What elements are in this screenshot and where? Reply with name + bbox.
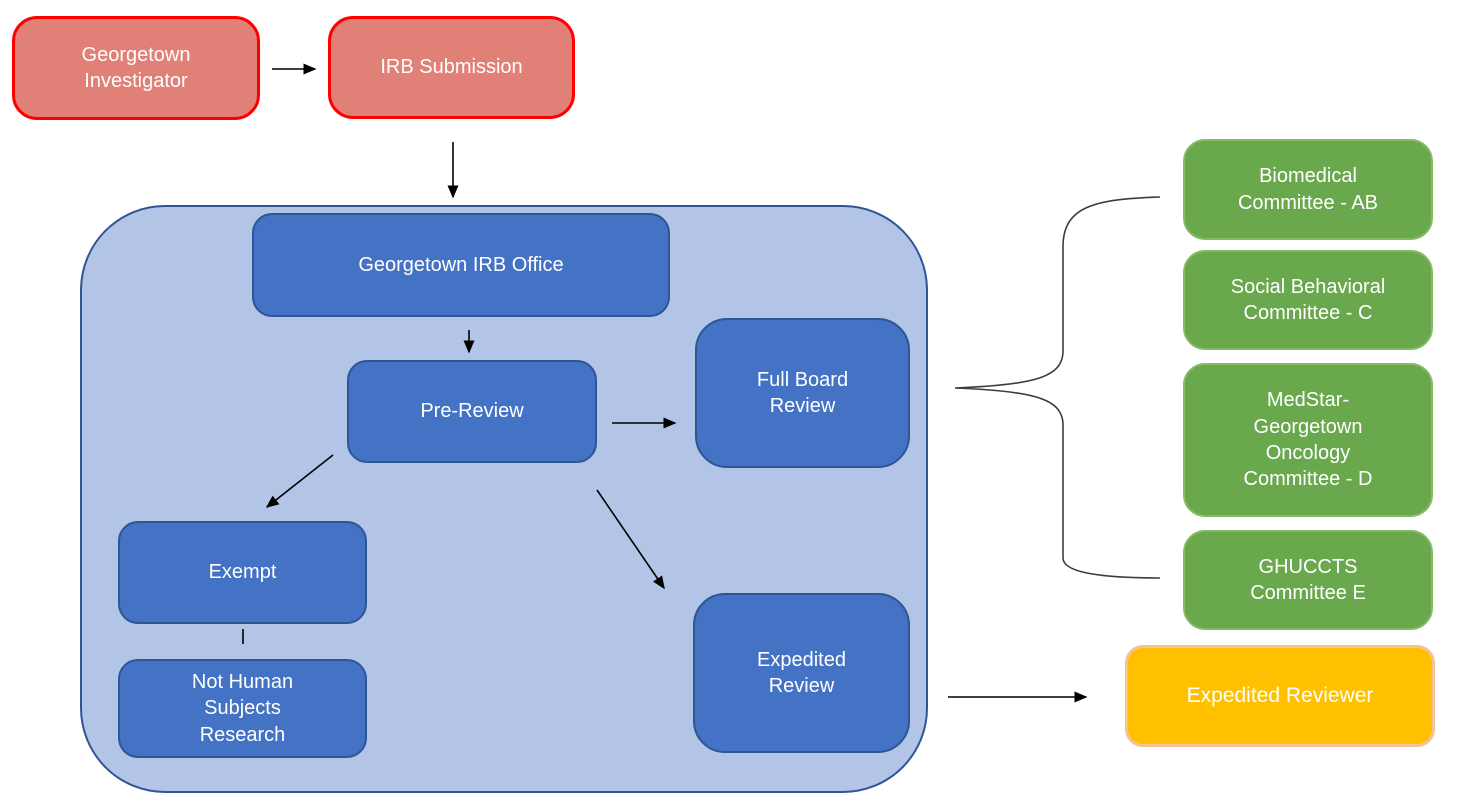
node-full-board-review: Full Board Review bbox=[695, 318, 910, 468]
node-exempt: Exempt bbox=[118, 521, 367, 624]
node-label: MedStar-Georgetown Oncology Committee - … bbox=[1243, 389, 1373, 491]
node-social-behavioral-committee-c: Social Behavioral Committee - C bbox=[1183, 250, 1433, 350]
node-label: Pre-Review bbox=[420, 400, 524, 423]
node-label: Georgetown IRB Office bbox=[358, 253, 564, 276]
node-biomedical-committee-ab: Biomedical Committee - AB bbox=[1183, 139, 1433, 240]
node-expedited-review: Expedited Review bbox=[693, 593, 910, 753]
node-georgetown-investigator: Georgetown Investigator bbox=[12, 16, 260, 120]
node-medstar-georgetown-oncology-committee-d: MedStar-Georgetown Oncology Committee - … bbox=[1183, 363, 1433, 517]
node-ghuccts-committee-e: GHUCCTS Committee E bbox=[1183, 530, 1433, 630]
node-label: Expedited Reviewer bbox=[1186, 684, 1374, 708]
node-georgetown-irb-office: Georgetown IRB Office bbox=[252, 213, 670, 317]
brace-full-board-to-committees bbox=[954, 196, 1161, 579]
node-expedited-reviewer: Expedited Reviewer bbox=[1125, 645, 1435, 747]
node-irb-submission: IRB Submission bbox=[328, 16, 575, 119]
node-label: Biomedical Committee - AB bbox=[1237, 165, 1379, 214]
node-pre-review: Pre-Review bbox=[347, 360, 597, 463]
node-label: GHUCCTS Committee E bbox=[1250, 555, 1366, 604]
node-not-human-subjects-research: Not Human Subjects Research bbox=[118, 659, 367, 758]
node-label: Georgetown Investigator bbox=[81, 43, 191, 92]
node-label: Exempt bbox=[208, 561, 277, 584]
node-label: IRB Submission bbox=[380, 56, 523, 79]
node-label: Social Behavioral Committee - C bbox=[1230, 275, 1386, 324]
node-label: Full Board Review bbox=[756, 368, 849, 417]
node-label: Expedited Review bbox=[757, 648, 846, 697]
node-label: Not Human Subjects Research bbox=[191, 670, 294, 746]
